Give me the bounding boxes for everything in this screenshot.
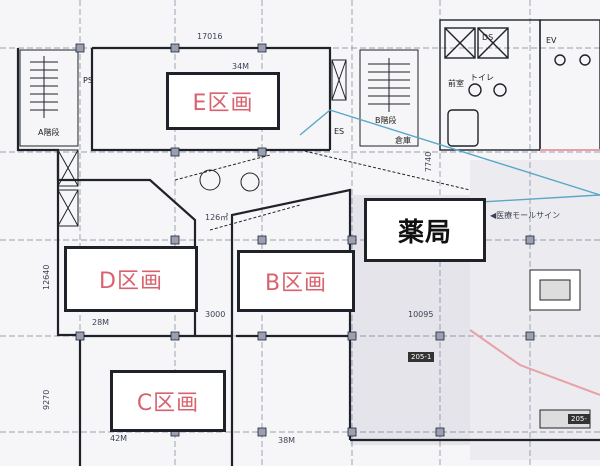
pharmacy-label: 薬局 <box>364 198 486 262</box>
anteroom-label: 前室 <box>448 79 464 88</box>
unit-tag-2: 205- <box>568 414 590 424</box>
zone-c-area: 42M <box>110 434 128 443</box>
toilet-label: トイレ <box>470 73 494 82</box>
mall-signage: ◀医療モールサイン <box>490 211 561 220</box>
stair-a-label: A階段 <box>38 128 60 137</box>
dim-top-width: 17016 <box>197 32 223 41</box>
stair-b-label: B階段 <box>375 116 397 125</box>
zone-c-label: C区画 <box>110 370 226 432</box>
ev-label: EV <box>546 36 557 45</box>
dim-diag-right: 7740 <box>424 151 433 172</box>
dim-left-upper: 12640 <box>42 264 51 290</box>
dim-right-width: 10095 <box>408 310 434 319</box>
es-label: ES <box>334 127 345 136</box>
zone-d-area: 28M <box>92 318 110 327</box>
unit-tag-1: 205-1 <box>408 352 435 362</box>
dim-plaza-area: 126㎡ <box>205 213 229 222</box>
zone-b-label: B区画 <box>237 250 355 312</box>
ps-label: PS <box>83 76 93 85</box>
warehouse-label: 倉庫 <box>395 136 411 145</box>
zone-e-label: E区画 <box>166 72 280 130</box>
zone-e-area: 34M <box>232 62 250 71</box>
zone-b-area: 38M <box>278 436 296 445</box>
dim-mid-width: 3000 <box>205 310 226 319</box>
dim-left-lower: 9270 <box>42 389 51 410</box>
zone-d-label: D区画 <box>64 246 198 312</box>
ds-label: DS <box>482 33 494 42</box>
